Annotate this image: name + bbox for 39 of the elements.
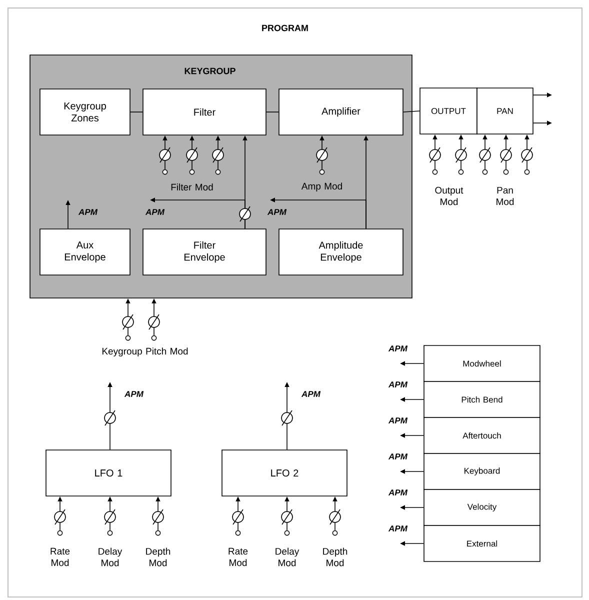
edge-label: APM bbox=[267, 209, 287, 215]
block-box: Amplifier bbox=[278, 88, 404, 136]
label: Rate Mod bbox=[228, 548, 248, 566]
block-box: Amplitude Envelope bbox=[278, 228, 404, 276]
source-box: Modwheel bbox=[424, 345, 540, 382]
source-box: Velocity bbox=[424, 489, 540, 526]
source-box: Pitch Bend bbox=[424, 381, 540, 418]
label: Keygroup Pitch Mod bbox=[102, 348, 188, 356]
title: PROGRAM bbox=[262, 24, 308, 32]
edge-label: APM bbox=[388, 526, 408, 532]
label: Delay Mod bbox=[276, 548, 300, 566]
label: Pan Mod bbox=[496, 186, 514, 206]
source-box: External bbox=[424, 525, 540, 562]
edge-label: APM bbox=[78, 209, 98, 215]
block-box: LFO 2 bbox=[222, 450, 348, 496]
block-box: Filter bbox=[142, 88, 266, 136]
label: Delay Mod bbox=[98, 548, 122, 566]
block-box: Filter Envelope bbox=[142, 228, 266, 276]
edge-label: APM bbox=[388, 346, 408, 352]
block-box: OUTPUT bbox=[420, 88, 478, 134]
block-box: Keygroup Zones bbox=[40, 88, 130, 136]
edge-label: APM bbox=[145, 209, 165, 215]
block-box: Aux Envelope bbox=[40, 228, 130, 276]
edge-label: APM bbox=[388, 418, 408, 424]
label: Output Mod bbox=[435, 186, 464, 206]
edge-label: APM bbox=[301, 391, 321, 397]
source-box: Keyboard bbox=[424, 453, 540, 490]
source-box: Aftertouch bbox=[424, 417, 540, 454]
label: Depth Mod bbox=[323, 548, 348, 566]
label: Filter Mod bbox=[171, 184, 213, 190]
block-box: LFO 1 bbox=[46, 450, 172, 496]
label: Depth Mod bbox=[146, 548, 170, 566]
block-box: PAN bbox=[476, 88, 534, 134]
edge-label: APM bbox=[388, 382, 408, 388]
label: Rate Mod bbox=[50, 548, 70, 566]
label: Amp Mod bbox=[301, 182, 342, 192]
edge-label: APM bbox=[124, 391, 144, 397]
edge-label: APM bbox=[388, 490, 408, 496]
edge-label: APM bbox=[388, 454, 408, 460]
